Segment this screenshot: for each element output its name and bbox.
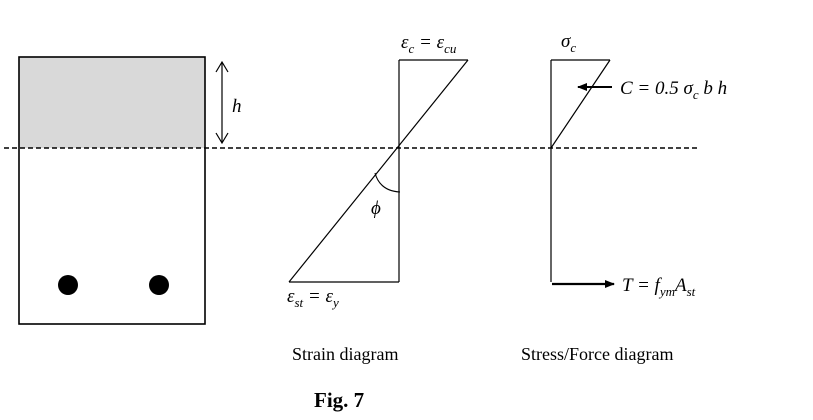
strain-diagram-caption: Strain diagram bbox=[292, 344, 398, 364]
section-outline bbox=[18, 56, 206, 325]
stress-profile bbox=[550, 59, 611, 149]
stress-diagram-caption: Stress/Force diagram bbox=[521, 344, 673, 364]
depth-dimension: h bbox=[215, 60, 242, 145]
beam-section bbox=[18, 56, 206, 325]
figure-caption: Fig. 7 bbox=[314, 388, 364, 412]
compression-force-label: C = 0.5 σc b h bbox=[620, 78, 727, 102]
strain-top-label: εc = εcu bbox=[401, 32, 457, 56]
rebar-left bbox=[58, 275, 78, 295]
tension-force-label: T = fymAst bbox=[622, 275, 696, 299]
strain-profile bbox=[288, 59, 469, 283]
stress-diagram: σc C = 0.5 σc b h T = fymAst bbox=[550, 31, 727, 299]
stress-top-label: σc bbox=[561, 31, 576, 55]
rebar-right bbox=[149, 275, 169, 295]
depth-label: h bbox=[232, 96, 242, 117]
curvature-label: ϕ bbox=[371, 198, 381, 219]
compression-zone bbox=[19, 57, 205, 148]
strain-diagram: ϕ εc = εcu εst = εy bbox=[287, 32, 469, 310]
depth-arrow-bottom-head bbox=[215, 132, 229, 145]
strain-bottom-label: εst = εy bbox=[287, 286, 339, 310]
depth-arrow-top-head bbox=[215, 60, 229, 73]
curvature-arc bbox=[374, 172, 401, 193]
